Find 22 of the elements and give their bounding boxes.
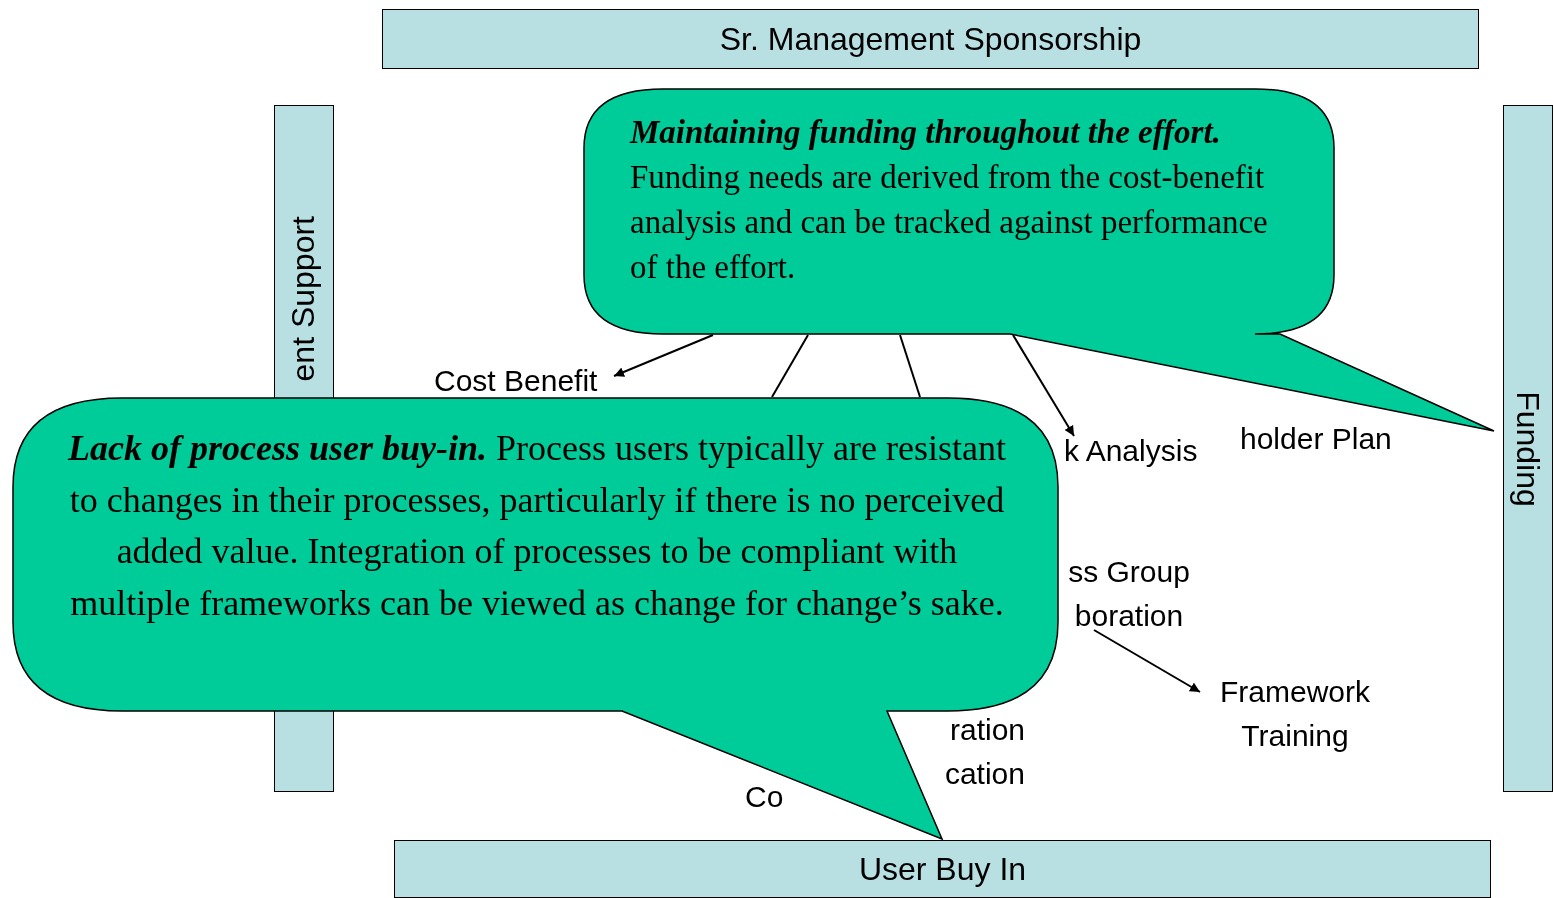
- speech-callout: [12, 397, 1060, 840]
- band-label: Funding: [1512, 390, 1544, 507]
- band-label: ent Support: [287, 216, 319, 382]
- step-label: Cost Benefit: [434, 366, 614, 396]
- connector-line: [771, 334, 809, 398]
- step-label: k Analysis: [1064, 436, 1234, 466]
- text-fragment: Co: [745, 782, 784, 812]
- band-label: Sr. Management Sponsorship: [719, 23, 1142, 55]
- arrow: [613, 334, 714, 377]
- step-label: holder Plan: [1240, 424, 1430, 454]
- arrow: [1012, 334, 1075, 437]
- step-label: ration cation: [925, 708, 1025, 795]
- connector-line: [899, 334, 921, 398]
- band-label: User Buy In: [858, 853, 1027, 885]
- band: [382, 9, 1479, 69]
- band: [394, 840, 1491, 898]
- step-label: Framework Training: [1200, 670, 1390, 757]
- callout-text: Lack of process user buy-in. Process users typically are resistant to changes in their processes, particularly if there is no perceived added value. Integration of processes to be compliant with multiple frameworks can be viewed as change for change’s sake.: [66, 427, 1007, 625]
- band: [1503, 105, 1553, 792]
- arrow: [1093, 629, 1201, 693]
- step-label: ss Group boration: [1054, 550, 1204, 637]
- callout-text: Maintaining funding throughout the effort. Funding needs are derived from the cost-benefit analysis and can be tracked against performance of the effort.: [630, 113, 1269, 287]
